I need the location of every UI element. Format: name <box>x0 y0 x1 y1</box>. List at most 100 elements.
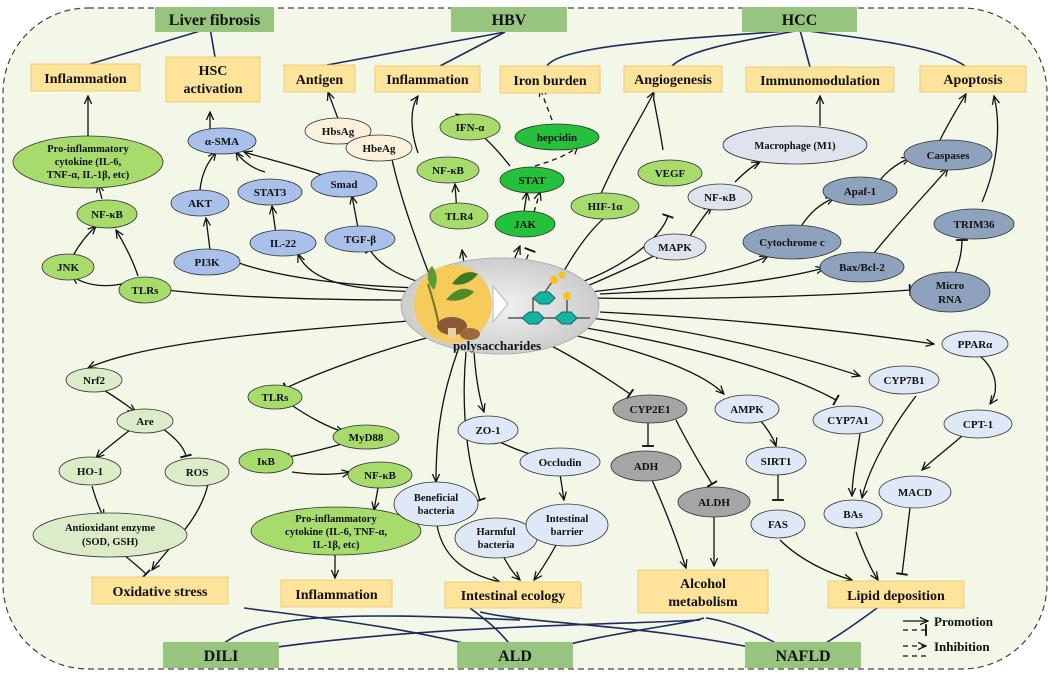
svg-text:TLRs: TLRs <box>262 392 290 404</box>
outcome-inflammation-dili: Inflammation <box>280 579 393 608</box>
outcome-alcohol-metabolism: Alcohol metabolism <box>637 569 769 614</box>
node-jak: JAK <box>494 210 556 238</box>
svg-text:Caspases: Caspases <box>927 150 971 162</box>
node-mapk: MAPK <box>643 233 707 261</box>
node-zo1: ZO-1 <box>457 415 519 445</box>
outcome-antigen: Antigen <box>283 64 356 93</box>
svg-text:ALDH: ALDH <box>698 497 730 509</box>
svg-text:ADH: ADH <box>634 461 659 473</box>
svg-text:STAT3: STAT3 <box>254 187 287 199</box>
node-microrna: Micro RNA <box>909 271 991 313</box>
svg-text:HbeAg: HbeAg <box>363 143 397 155</box>
node-stat3: STAT3 <box>237 178 303 206</box>
node-tgf-beta: TGF-β <box>324 225 396 253</box>
node-are: Are <box>116 408 174 434</box>
disease-dili: DILI <box>163 642 279 668</box>
node-cyp7b1: CYP7B1 <box>868 365 940 395</box>
svg-text:(SOD, GSH): (SOD, GSH) <box>82 537 139 548</box>
disease-hcc: HCC <box>742 7 857 32</box>
outcome-inflammation-liver-fibrosis: Inflammation <box>30 63 141 92</box>
svg-text:MAPK: MAPK <box>658 242 692 254</box>
svg-text:AKT: AKT <box>188 198 213 210</box>
node-smad: Smad <box>310 170 378 198</box>
svg-text:Bax/Bcl-2: Bax/Bcl-2 <box>839 262 885 274</box>
disease-nafld: NAFLD <box>745 642 861 668</box>
node-pro-inflammatory-cytokine-bottom: Pro-inflammatory cytokine (IL-6, TNF-α, … <box>250 506 422 556</box>
svg-text:NF-κB: NF-κB <box>432 165 464 177</box>
svg-text:CYP2E1: CYP2E1 <box>630 404 671 416</box>
svg-text:STAT: STAT <box>518 175 546 187</box>
svg-text:Inflammation: Inflammation <box>295 588 378 603</box>
node-adh: ADH <box>610 450 682 482</box>
node-caspases: Caspases <box>903 139 993 171</box>
svg-text:Antioxidant enzyme: Antioxidant enzyme <box>65 523 155 534</box>
node-nrf2: Nrf2 <box>65 367 123 393</box>
node-tlrs-liver-fibrosis: TLRs <box>118 276 172 304</box>
svg-text:HBV: HBV <box>492 12 527 29</box>
disease-hbv: HBV <box>451 7 567 32</box>
svg-text:CYP7A1: CYP7A1 <box>827 415 869 427</box>
svg-text:NF-κB: NF-κB <box>91 209 123 221</box>
svg-text:Apaf-1: Apaf-1 <box>844 186 876 198</box>
svg-text:Lipid deposition: Lipid deposition <box>847 589 945 604</box>
center-polysaccharides: polysaccharides <box>400 257 600 355</box>
node-occludin: Occludin <box>519 447 601 477</box>
svg-text:TLR4: TLR4 <box>445 211 474 223</box>
svg-text:Iron burden: Iron burden <box>513 74 586 89</box>
outcome-inflammation-hbv: Inflammation <box>374 65 481 93</box>
node-cyp7a1: CYP7A1 <box>812 405 884 435</box>
svg-text:ROS: ROS <box>186 467 209 479</box>
node-hbeag: HbeAg <box>345 134 413 162</box>
svg-text:Angiogenesis: Angiogenesis <box>634 73 712 88</box>
outcome-intestinal-ecology: Intestinal ecology <box>444 581 582 609</box>
svg-text:metabolism: metabolism <box>668 595 738 610</box>
svg-text:CPT-1: CPT-1 <box>963 419 993 431</box>
node-aldh: ALDH <box>677 486 751 518</box>
svg-text:Micro: Micro <box>936 280 965 292</box>
node-cytochrome-c: Cytochrome c <box>742 224 842 260</box>
node-ppar-alpha: PPARα <box>941 330 1009 358</box>
node-apaf1: Apaf-1 <box>822 176 898 206</box>
svg-text:Nrf2: Nrf2 <box>83 375 105 387</box>
legend: Promotion Inhibition <box>934 614 994 654</box>
svg-text:Pro-inflammatory: Pro-inflammatory <box>47 144 129 155</box>
svg-text:TNF-α, IL-1β, etc): TNF-α, IL-1β, etc) <box>47 170 130 181</box>
svg-text:Antigen: Antigen <box>296 73 344 88</box>
svg-text:Apoptosis: Apoptosis <box>943 73 1003 88</box>
node-ros: ROS <box>164 457 230 487</box>
node-ho1: HO-1 <box>58 456 122 486</box>
svg-text:SIRT1: SIRT1 <box>761 456 792 468</box>
svg-text:CYP7B1: CYP7B1 <box>884 375 925 387</box>
svg-text:IL-22: IL-22 <box>270 238 297 250</box>
node-hbsag: HbsAg <box>304 117 372 145</box>
node-harmful-bacteria: Harmful bacteria <box>454 517 538 559</box>
svg-text:cytokine (IL-6,: cytokine (IL-6, <box>55 157 122 168</box>
node-beneficial-bacteria: Beneficial bacteria <box>393 481 479 527</box>
svg-text:Occludin: Occludin <box>539 457 582 469</box>
node-alpha-sma: α-SMA <box>187 127 257 155</box>
svg-text:Smad: Smad <box>331 179 358 191</box>
svg-text:PPARα: PPARα <box>958 339 994 351</box>
outcome-hsc-activation: HSC activation <box>165 56 261 103</box>
svg-text:HSC: HSC <box>199 64 228 79</box>
svg-text:Inflammation: Inflammation <box>44 72 127 87</box>
svg-text:polysaccharides: polysaccharides <box>453 338 541 353</box>
node-sirt1: SIRT1 <box>745 446 807 476</box>
node-myd88: MyD88 <box>332 424 400 450</box>
svg-text:cytokine (IL-6, TNF-α,: cytokine (IL-6, TNF-α, <box>285 527 387 538</box>
node-hif1a: HIF-1α <box>570 192 640 220</box>
node-bax-bcl2: Bax/Bcl-2 <box>819 251 905 283</box>
svg-text:Beneficial: Beneficial <box>414 493 458 504</box>
svg-text:NAFLD: NAFLD <box>775 648 830 665</box>
svg-text:Pro-inflammatory: Pro-inflammatory <box>295 514 377 525</box>
svg-text:Intestinal ecology: Intestinal ecology <box>461 589 566 604</box>
node-fas: FAS <box>750 509 806 539</box>
svg-text:Macrophage (M1): Macrophage (M1) <box>754 141 836 152</box>
svg-text:Alcohol: Alcohol <box>680 577 726 592</box>
svg-text:bacteria: bacteria <box>418 506 455 517</box>
svg-text:activation: activation <box>183 82 242 97</box>
node-ikb: IκB <box>238 448 294 474</box>
node-il22: IL-22 <box>249 229 317 257</box>
